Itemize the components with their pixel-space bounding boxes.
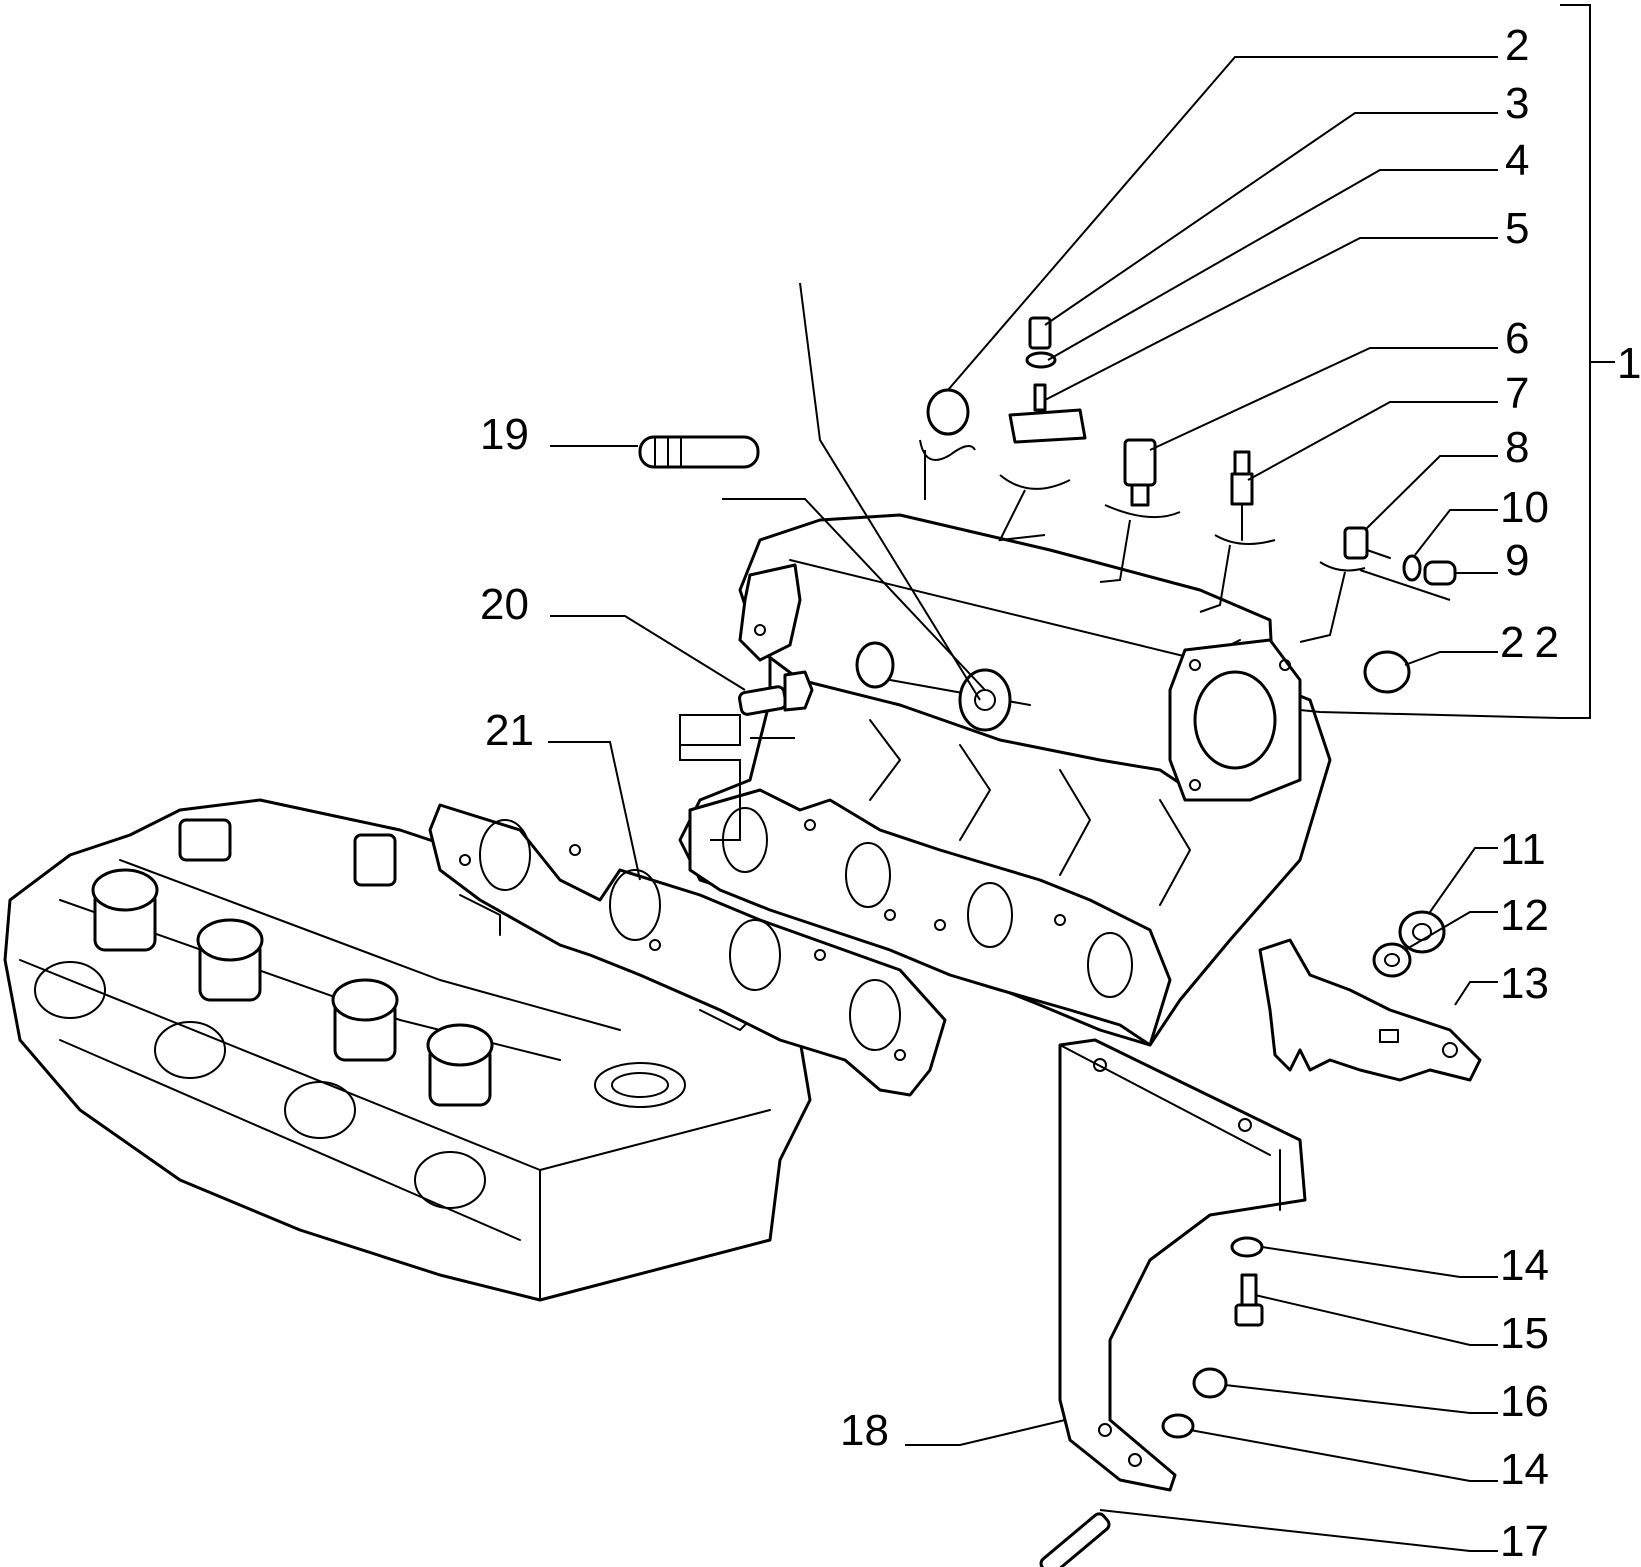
callout-1: 1 [1617, 339, 1641, 388]
clip-10 [1402, 554, 1422, 582]
cap-22 [1363, 650, 1411, 694]
callout-7: 7 [1505, 369, 1529, 418]
plug-3 [1028, 316, 1052, 350]
throttle-bracket [1258, 938, 1482, 1082]
callout-19: 19 [480, 410, 529, 459]
leader-lines [548, 4, 1615, 1552]
washer-12 [1372, 942, 1412, 978]
callout-10: 10 [1500, 483, 1549, 532]
callout-4: 4 [1505, 136, 1529, 185]
callout-5: 5 [1505, 204, 1529, 253]
tappet-1 [91, 868, 159, 952]
cylinder-head [3, 798, 812, 1302]
callout-3: 3 [1505, 79, 1529, 128]
nut-11 [1398, 910, 1446, 954]
washer-4 [1025, 351, 1057, 369]
cap-2 [926, 388, 970, 436]
manifold-gasket [428, 803, 947, 1097]
callout-9: 9 [1505, 536, 1529, 585]
callout-12: 12 [1500, 891, 1549, 940]
callout-13: 13 [1500, 959, 1549, 1008]
plug-9 [1423, 560, 1457, 586]
nut-16 [1192, 1367, 1228, 1399]
callout-18: 18 [840, 1406, 889, 1455]
stud-19 [638, 435, 760, 469]
screw-15 [1234, 1273, 1264, 1327]
callout-14-lower: 14 [1500, 1445, 1549, 1494]
callout-15: 15 [1500, 1309, 1549, 1358]
callout-22: 22 [1500, 618, 1569, 667]
tappet-2 [196, 918, 264, 1002]
callout-6: 6 [1505, 314, 1529, 363]
callout-11: 11 [1500, 825, 1546, 874]
callout-2: 2 [1505, 21, 1529, 70]
tappet-4 [426, 1023, 494, 1107]
callout-8: 8 [1505, 423, 1529, 472]
sender-6 [1123, 438, 1157, 507]
washer-14-upper [1230, 1236, 1264, 1258]
callout-20: 20 [480, 580, 529, 629]
callout-14-upper: 14 [1500, 1241, 1549, 1290]
intake-manifold [678, 513, 1332, 1047]
support-bracket [1058, 1038, 1307, 1492]
fitting-5 [1008, 383, 1087, 444]
stud-17 [1039, 1512, 1111, 1567]
callout-21: 21 [485, 706, 534, 755]
sensor-7 [1230, 450, 1254, 541]
washer-14-lower [1161, 1413, 1195, 1439]
callout-17: 17 [1500, 1517, 1549, 1566]
callout-16: 16 [1500, 1377, 1549, 1426]
callout-labels: 1 2 3 4 5 6 7 8 10 9 22 11 12 13 14 15 1… [480, 21, 1641, 1566]
union-8 [1343, 526, 1391, 560]
tappet-3 [331, 978, 399, 1062]
bolt-20 [738, 670, 814, 716]
